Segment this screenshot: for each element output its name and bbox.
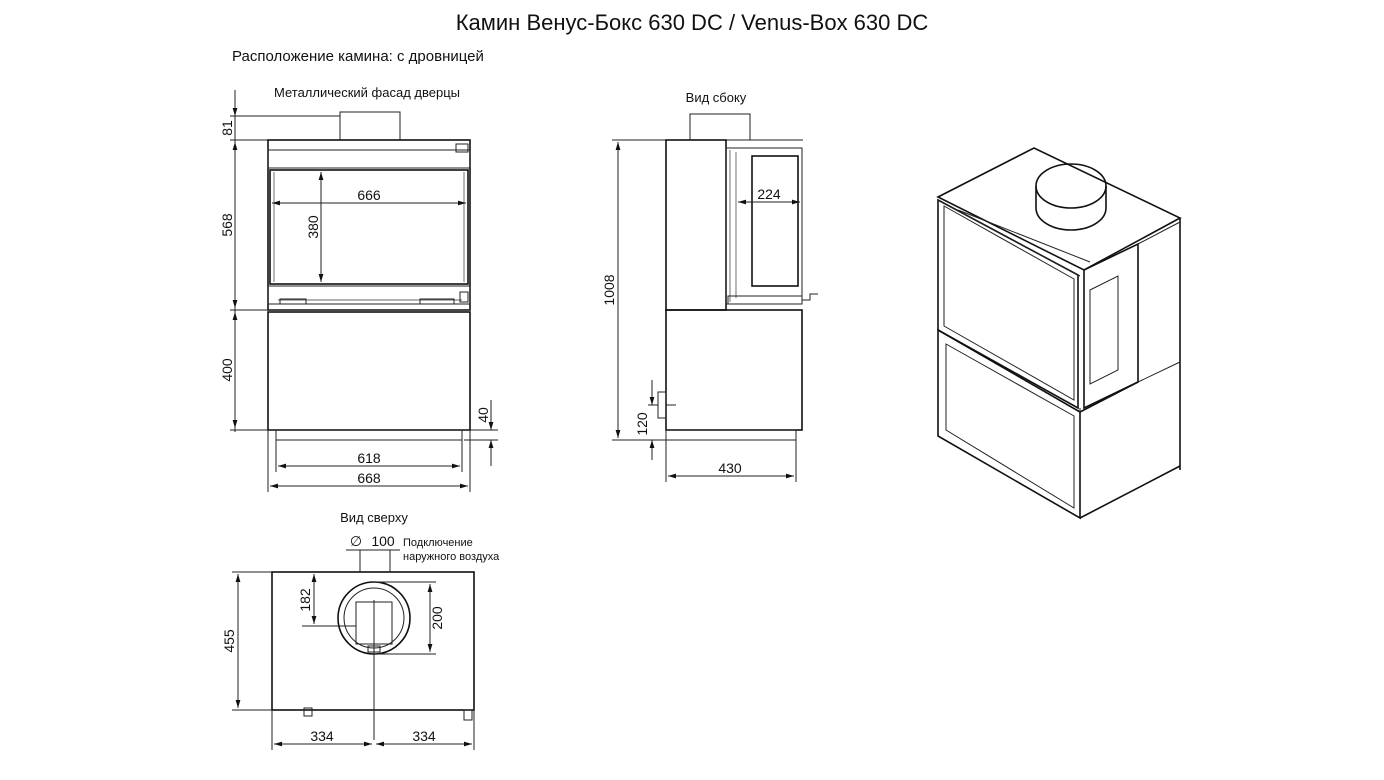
diameter-symbol: ∅ <box>350 533 362 549</box>
dim-front-top-offset: 81 <box>219 120 235 136</box>
dim-front-width-inner: 666 <box>357 187 381 203</box>
front-view: Металлический фасад дверцы 81 568 <box>219 85 498 492</box>
page-title: Камин Венус-Бокс 630 DC / Venus-Box 630 … <box>456 10 929 35</box>
page-subtitle: Расположение камина: с дровницей <box>232 48 484 65</box>
dim-front-base-width: 618 <box>357 450 381 466</box>
dim-front-total-width: 668 <box>357 470 381 486</box>
top-outline <box>271 571 475 711</box>
dim-side-depth: 430 <box>718 460 742 476</box>
top-view-label: Вид сверху <box>340 510 408 525</box>
dim-top-flue-offset: 182 <box>297 588 313 612</box>
front-view-label: Металлический фасад дверцы <box>274 85 460 100</box>
dim-side-glass-depth: 224 <box>757 186 781 202</box>
side-view: Вид сбоку 1008 224 120 <box>601 90 818 482</box>
front-woodstore <box>267 311 471 431</box>
dim-front-firebox-height: 568 <box>219 213 235 237</box>
air-connection-note-2: наружного воздуха <box>403 551 500 563</box>
dim-front-base-height: 400 <box>219 358 235 382</box>
dim-side-air-inlet: 120 <box>634 412 650 436</box>
front-glass <box>269 169 469 285</box>
top-view: Вид сверху ∅ 100 Подключение наружного в… <box>221 510 500 750</box>
isometric-view <box>936 147 1182 520</box>
side-view-label: Вид сбоку <box>686 90 747 105</box>
dim-top-half-left: 334 <box>310 728 334 744</box>
dim-front-glass-height: 380 <box>305 215 321 239</box>
side-firebox-body <box>665 139 727 311</box>
dim-front-foot: 40 <box>475 407 491 423</box>
dim-top-half-right: 334 <box>412 728 436 744</box>
dim-top-air-diameter: 100 <box>371 533 395 549</box>
dim-top-depth: 455 <box>221 629 237 653</box>
dim-side-total-height: 1008 <box>601 274 617 305</box>
side-woodstore <box>665 309 803 431</box>
air-connection-note-1: Подключение <box>403 537 473 549</box>
side-glass <box>751 155 799 287</box>
dim-top-flue-diameter: 200 <box>429 606 445 630</box>
